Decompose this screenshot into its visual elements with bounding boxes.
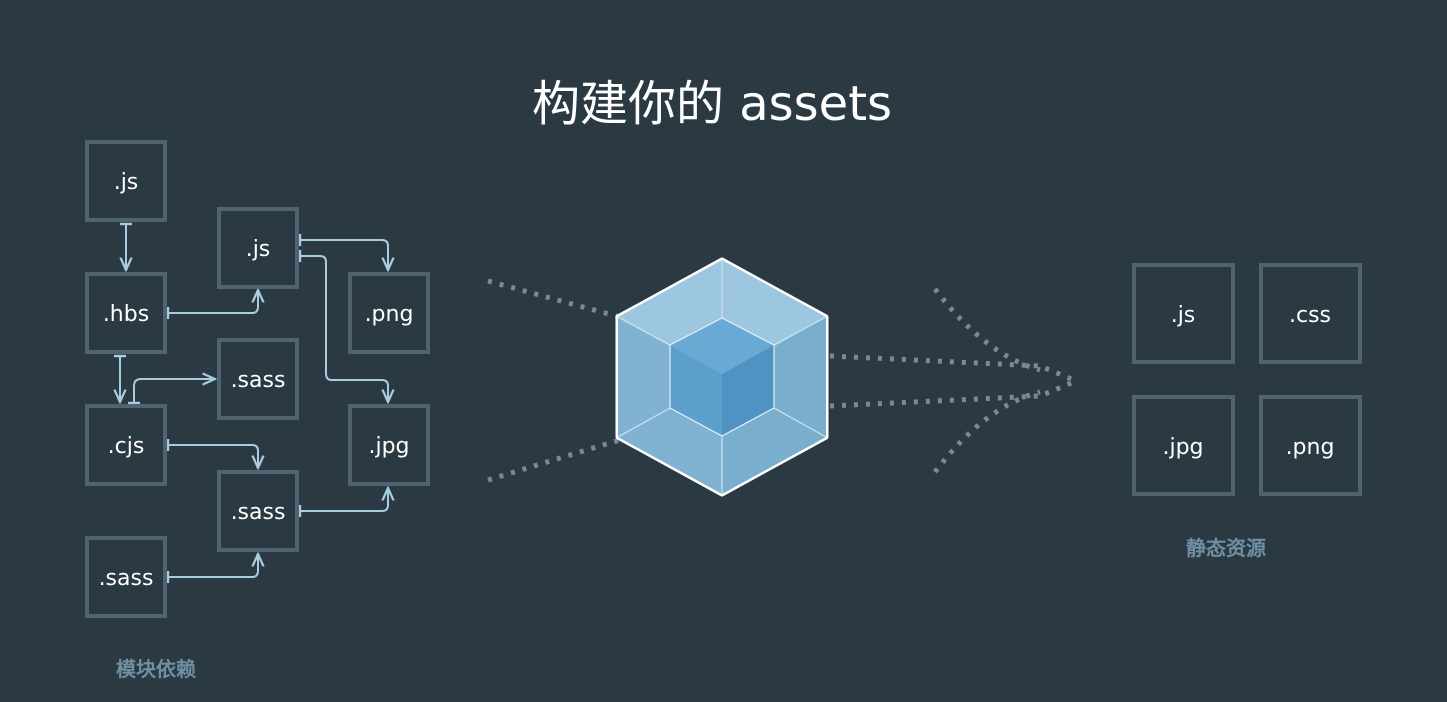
arrow-sass-to-jpg [300,488,388,511]
assets-caption: 静态资源 [1186,536,1266,560]
arrow-js-to-png [300,240,388,270]
asset-label: .jpg [1162,435,1203,460]
asset-label: .js [1171,303,1196,328]
module-graph: .js .js .hbs .png .sass .cjs .jpg .sass [85,140,430,681]
asset-box-png: .png [1259,395,1362,496]
module-label: .cjs [108,434,145,459]
module-box-sass: .sass [217,338,299,420]
module-box-sass-2: .sass [217,470,299,552]
arrow-cjs-to-sass [134,379,215,403]
asset-box-css: .css [1259,263,1362,364]
module-label: .sass [231,368,286,393]
module-label: .png [365,302,414,327]
arrow-js-to-jpg [300,256,388,402]
arrow-sass-to-sass [168,554,258,577]
module-box-js: .js [85,140,167,222]
module-box-cjs: .cjs [85,404,167,486]
arrow-cjs-to-sass-2 [168,445,258,468]
output-dotted-lines [829,287,1077,474]
module-label: .hbs [103,302,149,327]
module-box-jpg: .jpg [348,404,430,486]
module-label: .js [246,237,271,262]
module-box-png: .png [348,272,430,354]
asset-label: .png [1286,435,1335,460]
webpack-cube-icon [615,257,829,497]
module-box-sass-3: .sass [85,536,167,618]
module-label: .sass [99,566,154,591]
module-label: .jpg [368,434,409,459]
module-box-js-2: .js [217,207,299,289]
module-label: .sass [231,500,286,525]
asset-box-js: .js [1132,263,1235,364]
modules-caption: 模块依赖 [116,657,196,681]
module-box-hbs: .hbs [85,272,167,354]
asset-box-jpg: .jpg [1132,395,1235,496]
asset-label: .css [1289,303,1331,328]
module-label: .js [114,170,139,195]
arrow-hbs-to-js [168,290,258,313]
page-title: 构建你的 assets [532,76,892,132]
asset-grid: .js .css .jpg .png 静态资源 [1132,263,1362,560]
